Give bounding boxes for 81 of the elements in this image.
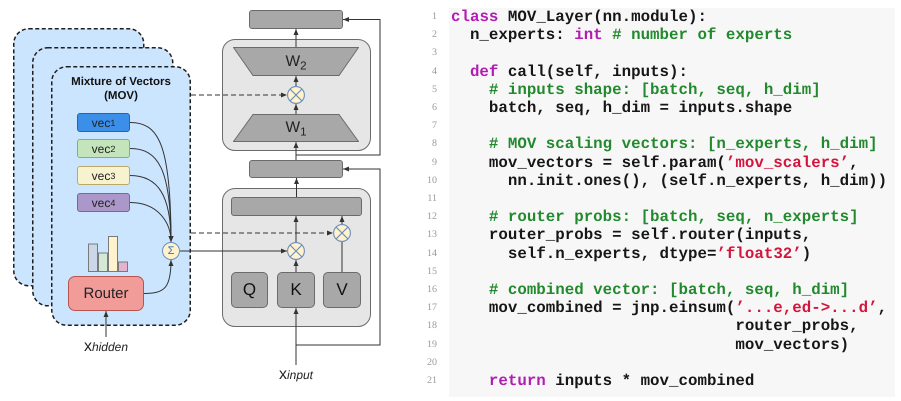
code-comment: # combined vector: [batch, seq, h_dim]: [488, 280, 850, 299]
line-number: 10: [427, 174, 437, 188]
line-number: 19: [427, 338, 437, 352]
arrow: [294, 28, 298, 48]
arrow: [340, 216, 344, 224]
code-keyword: def: [470, 62, 498, 80]
layer-bar: [249, 10, 343, 29]
arrow: [294, 104, 298, 114]
arrow: [294, 216, 298, 242]
line-number: 6: [432, 100, 437, 115]
block-panel: [222, 188, 371, 327]
arrow: [296, 17, 380, 156]
code-keyword: return: [488, 372, 546, 390]
mov-panel-stack: [13, 28, 191, 326]
block-panel: [222, 39, 371, 151]
line-number: 17: [427, 301, 437, 316]
code-string: ’float32’: [716, 244, 802, 262]
code-text: router_probs,: [735, 317, 859, 336]
panel-title: Mixture of Vectors (MOV): [70, 75, 172, 103]
line-number: 12: [427, 210, 437, 224]
code-text: mov_vectors = self.param(: [488, 154, 726, 172]
line-number: 8: [432, 137, 437, 152]
weight-layer: W$_{1}$: [233, 114, 359, 142]
line-number: 18: [427, 319, 437, 334]
code-comment: # router probs: [batch, seq, n_experts]: [488, 208, 859, 226]
code-text: router_probs = self.router(inputs,: [488, 226, 812, 244]
line-number: 1: [432, 10, 437, 24]
arrow: [180, 248, 288, 254]
projection-box: Q: [231, 272, 268, 308]
code-text: MOV_Layer(nn.module):: [508, 8, 707, 26]
code-comment: # MOV scaling vectors: [n_experts, h_dim]: [488, 135, 878, 154]
multiply-circle: [287, 242, 305, 260]
line-number: 3: [432, 46, 437, 60]
weight-layer: W$_{2}$: [233, 47, 359, 76]
code-text: mov_vectors): [735, 336, 850, 354]
arrow: [294, 260, 298, 272]
line-number: 5: [432, 82, 437, 97]
arrow: [144, 260, 174, 294]
line-number: 16: [427, 282, 437, 297]
code-comment: # inputs shape: [batch, seq, h_dim]: [488, 80, 821, 99]
line-number: 21: [427, 374, 437, 388]
layer-bar: [231, 197, 362, 216]
line-number: 2: [432, 28, 437, 42]
code-text: batch, seq, h_dim = inputs.shape: [488, 98, 792, 117]
layer-bar: [249, 160, 343, 178]
line-number: 4: [432, 64, 437, 78]
line-number: 20: [427, 356, 437, 370]
router-box: Router: [68, 276, 144, 311]
arrow: [294, 178, 299, 198]
projection-box: K: [277, 272, 315, 308]
code-text: self.n_experts, dtype=: [508, 244, 716, 262]
code-text: n_experts:: [470, 26, 565, 44]
code-text: ): [802, 244, 812, 262]
line-number: 13: [427, 228, 437, 242]
arrow: [294, 142, 298, 156]
line-number: 14: [427, 246, 437, 260]
code-text: ,: [849, 154, 859, 172]
multiply-circle: [287, 86, 305, 104]
code-text: ,: [878, 299, 888, 318]
arrow: [104, 310, 108, 338]
code-text: mov_combined = jnp.einsum(: [488, 299, 736, 318]
line-number: 7: [432, 119, 437, 134]
arrow: [294, 76, 298, 86]
code-keyword: int: [574, 26, 603, 44]
code-comment: # number of experts: [612, 26, 792, 44]
projection-box: V: [323, 272, 361, 308]
arrow: [294, 308, 298, 346]
arrow: [130, 202, 174, 242]
dashed-arrow: [190, 230, 334, 236]
line-number: 15: [427, 264, 437, 279]
code-text: nn.init.ones(), (self.n_experts, h_dim)): [508, 172, 888, 190]
multiply-circle: [333, 224, 351, 242]
code-text: call(self, inputs):: [508, 62, 688, 80]
code-string: ’mov_scalers’: [726, 154, 850, 172]
code-keyword: class: [451, 8, 498, 26]
line-number: 11: [427, 192, 437, 206]
code-text: inputs * mov_combined: [555, 372, 754, 390]
arrow: [296, 166, 380, 346]
line-number: 9: [432, 156, 437, 170]
dashed-arrow: [190, 92, 288, 98]
code-string: ’...e,ed->...d’: [735, 299, 878, 318]
